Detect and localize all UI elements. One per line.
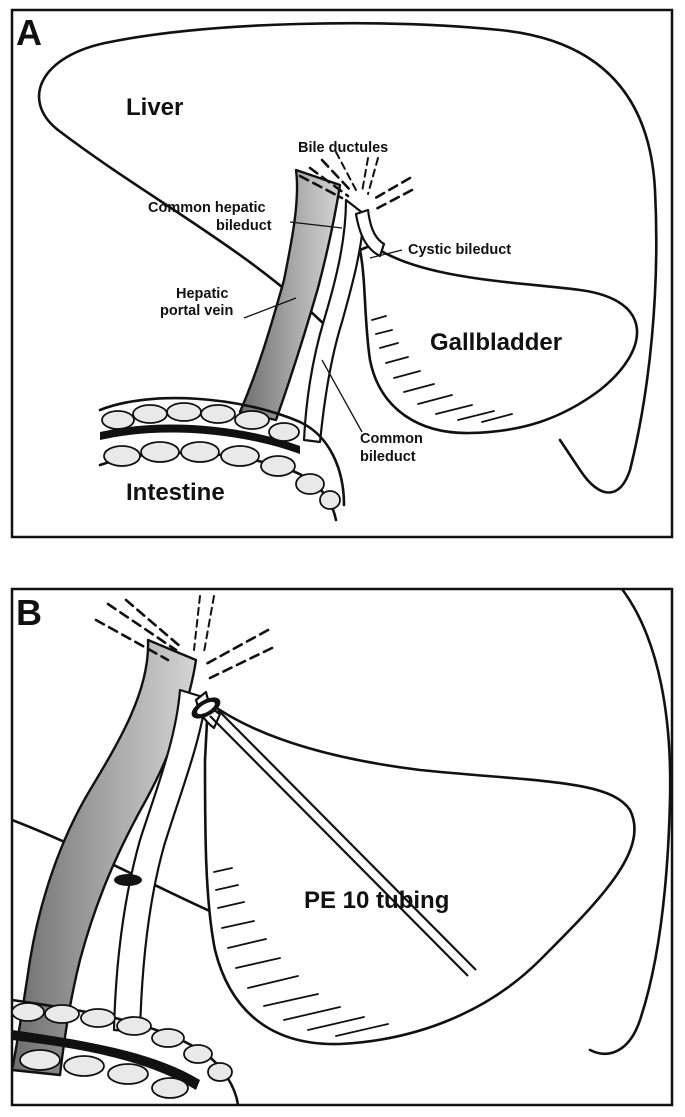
panel-a: A Liver Bile ductules Common hepatic bil… [12, 10, 672, 537]
panel-a-letter: A [16, 12, 42, 53]
intestine-label: Intestine [126, 479, 225, 506]
hepatic-portal-label-line2: portal vein [160, 303, 233, 319]
common-hepatic-label-line2: bileduct [216, 218, 272, 234]
liver-label: Liver [126, 94, 183, 121]
common-bileduct-label-line1: Common [360, 431, 423, 447]
cystic-bileduct-label: Cystic bileduct [408, 242, 511, 258]
common-bileduct-label-line2: bileduct [360, 449, 416, 465]
hepatic-portal-label-line1: Hepatic [176, 286, 228, 302]
panel-b: B PE 10 tubing [12, 589, 672, 1105]
panel-b-letter: B [16, 592, 42, 633]
bile-ductules-label: Bile ductules [298, 140, 388, 156]
gallbladder-label: Gallbladder [430, 329, 562, 356]
common-hepatic-label-line1: Common hepatic [148, 200, 266, 216]
ligature-common-duct [114, 874, 142, 886]
pe10-tubing-label: PE 10 tubing [304, 887, 449, 914]
